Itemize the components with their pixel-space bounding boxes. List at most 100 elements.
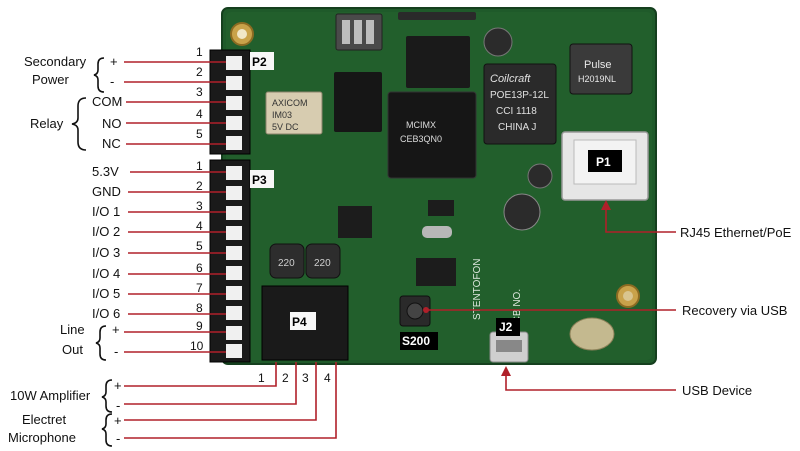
chip-top: [406, 36, 470, 88]
p3-pin-5-number: 5: [196, 239, 203, 253]
p2-pin-5-number: 5: [196, 127, 203, 141]
ethernet-label: RJ45 Ethernet/PoE: [680, 225, 792, 240]
group-amplifier: 10W Amplifier: [10, 388, 91, 403]
group-secondary-power-line2: Power: [32, 72, 70, 87]
main-processor: [387, 91, 477, 179]
p3-label: P3: [252, 173, 267, 187]
brace-relay: [71, 97, 87, 151]
p2-pin-3-label: COM: [92, 94, 122, 109]
p3-pin-4-number: 4: [196, 219, 203, 233]
s200-label-box: [400, 332, 438, 350]
brace-line-out: [95, 325, 107, 361]
p2-label: P2: [252, 55, 267, 69]
p3-label-box: [250, 170, 274, 188]
p1-label: P1: [596, 155, 611, 169]
small-chip-2: [416, 258, 456, 286]
p3-pin-3-label: I/O 1: [92, 204, 120, 219]
inductor-b: [305, 243, 341, 279]
p4-pin-3-number: 3: [302, 371, 309, 385]
usb-device-callout: USB Device: [501, 366, 752, 398]
p2-pin-labels: 1 2 3 4 5 + - COM NO NC: [92, 45, 203, 151]
p3-pin-labels: 1 2 3 4 5 6 7 8 9 10 5.3V GND I/O 1 I/O …: [92, 159, 204, 359]
p3-wires: [124, 171, 226, 353]
mic-plus-label: +: [114, 413, 122, 428]
recovery-label: Recovery via USB: [682, 303, 787, 318]
capacitor-large: [503, 193, 541, 231]
coilcraft-text-2: POE13P-12L: [490, 90, 549, 101]
p2-pin-2-label: -: [110, 74, 114, 89]
p3-pin-9-number: 9: [196, 319, 203, 333]
j2-label: J2: [499, 320, 513, 334]
p2-pin-2-number: 2: [196, 65, 203, 79]
usb-device-label: USB Device: [682, 383, 752, 398]
coilcraft-text-3: CCI 1118: [496, 106, 537, 117]
brace-microphone: [101, 413, 113, 447]
coilcraft-text-4: CHINA J: [498, 122, 536, 133]
group-line-out-line1: Line: [60, 322, 85, 337]
p3-pin-1-label: 5.3V: [92, 164, 119, 179]
pulse-text-1: Pulse: [584, 59, 612, 71]
capacitor-mid: [527, 163, 553, 189]
group-secondary-power-line1: Secondary: [24, 54, 87, 69]
p2-pin-5-label: NC: [102, 136, 121, 151]
pulse-text-2: H2019NL: [578, 74, 616, 84]
p2-label-box: [250, 52, 274, 70]
ethernet-callout: RJ45 Ethernet/PoE: [601, 200, 792, 240]
pcb-board: MCIMX CEB3QN0 AXICOM IM03 5V DC Coilcraf…: [209, 7, 657, 365]
p2-pin-1-label: +: [110, 54, 118, 69]
p3-pin-5-label: I/O 3: [92, 245, 120, 260]
p4-label-box: [290, 312, 316, 330]
capacitor-top: [483, 27, 513, 57]
p3-pin-8-label: I/O 6: [92, 306, 120, 321]
group-relay: Relay: [30, 116, 64, 131]
p2-pin-1-number: 1: [196, 45, 203, 59]
amp-minus-label: -: [116, 398, 120, 413]
p3-pin-4-label: I/O 2: [92, 224, 120, 239]
inductor-b-text: 220: [314, 258, 331, 269]
coilcraft-text-1: Coilcraft: [490, 73, 531, 85]
p2-pin-4-number: 4: [196, 107, 203, 121]
small-chip-1: [338, 206, 372, 238]
group-line-out-line2: Out: [62, 342, 83, 357]
p3-pin-7-number: 7: [196, 281, 203, 295]
p3-pin-2-number: 2: [196, 179, 203, 193]
p3-pin-6-number: 6: [196, 261, 203, 275]
svg-text:MCIMX: MCIMX: [406, 120, 436, 130]
coilcraft-transformer: [483, 63, 557, 145]
mic-minus-label: -: [116, 431, 120, 446]
relay-chip-text-2: IM03: [272, 110, 292, 120]
p4-wires: [124, 362, 337, 439]
p3-pin-3-number: 3: [196, 199, 203, 213]
pulse-module: [569, 43, 633, 95]
amp-plus-label: +: [114, 378, 122, 393]
inductor-a-text: 220: [278, 258, 295, 269]
p2-pin-4-label: NO: [102, 116, 122, 131]
brace-secondary-power: [93, 57, 105, 93]
recovery-callout: Recovery via USB: [423, 303, 787, 318]
mounting-hole-top-left-inner: [237, 29, 247, 39]
p4-pin-numbers: 1 2 3 4: [258, 371, 331, 385]
relay-component: [265, 91, 323, 135]
group-microphone-line1: Electret: [22, 412, 66, 427]
p3-pin-9-label: +: [112, 322, 120, 337]
p3-pin-2-label: GND: [92, 184, 121, 199]
stentofon-text: STENTOFON: [472, 259, 483, 320]
p3-pin-8-number: 8: [196, 301, 203, 315]
inductor-a: [269, 243, 305, 279]
mounting-hole-right-inner: [623, 291, 633, 301]
s200-label: S200: [402, 334, 430, 348]
p3-pin-7-label: I/O 5: [92, 286, 120, 301]
p3-pin-1-number: 1: [196, 159, 203, 173]
top-header-pins: [398, 12, 476, 20]
p4-label: P4: [292, 315, 307, 329]
brace-amplifier: [101, 379, 113, 413]
p4-pin-4-number: 4: [324, 371, 331, 385]
p2-pin-3-number: 3: [196, 85, 203, 99]
p2-screw-terminals: [226, 56, 242, 150]
p4-pin-1-number: 1: [258, 371, 265, 385]
small-chip-3: [428, 200, 454, 216]
relay-chip-text-3: 5V DC: [272, 122, 299, 132]
j2-label-box: [496, 318, 520, 336]
oval-component: [569, 317, 615, 351]
